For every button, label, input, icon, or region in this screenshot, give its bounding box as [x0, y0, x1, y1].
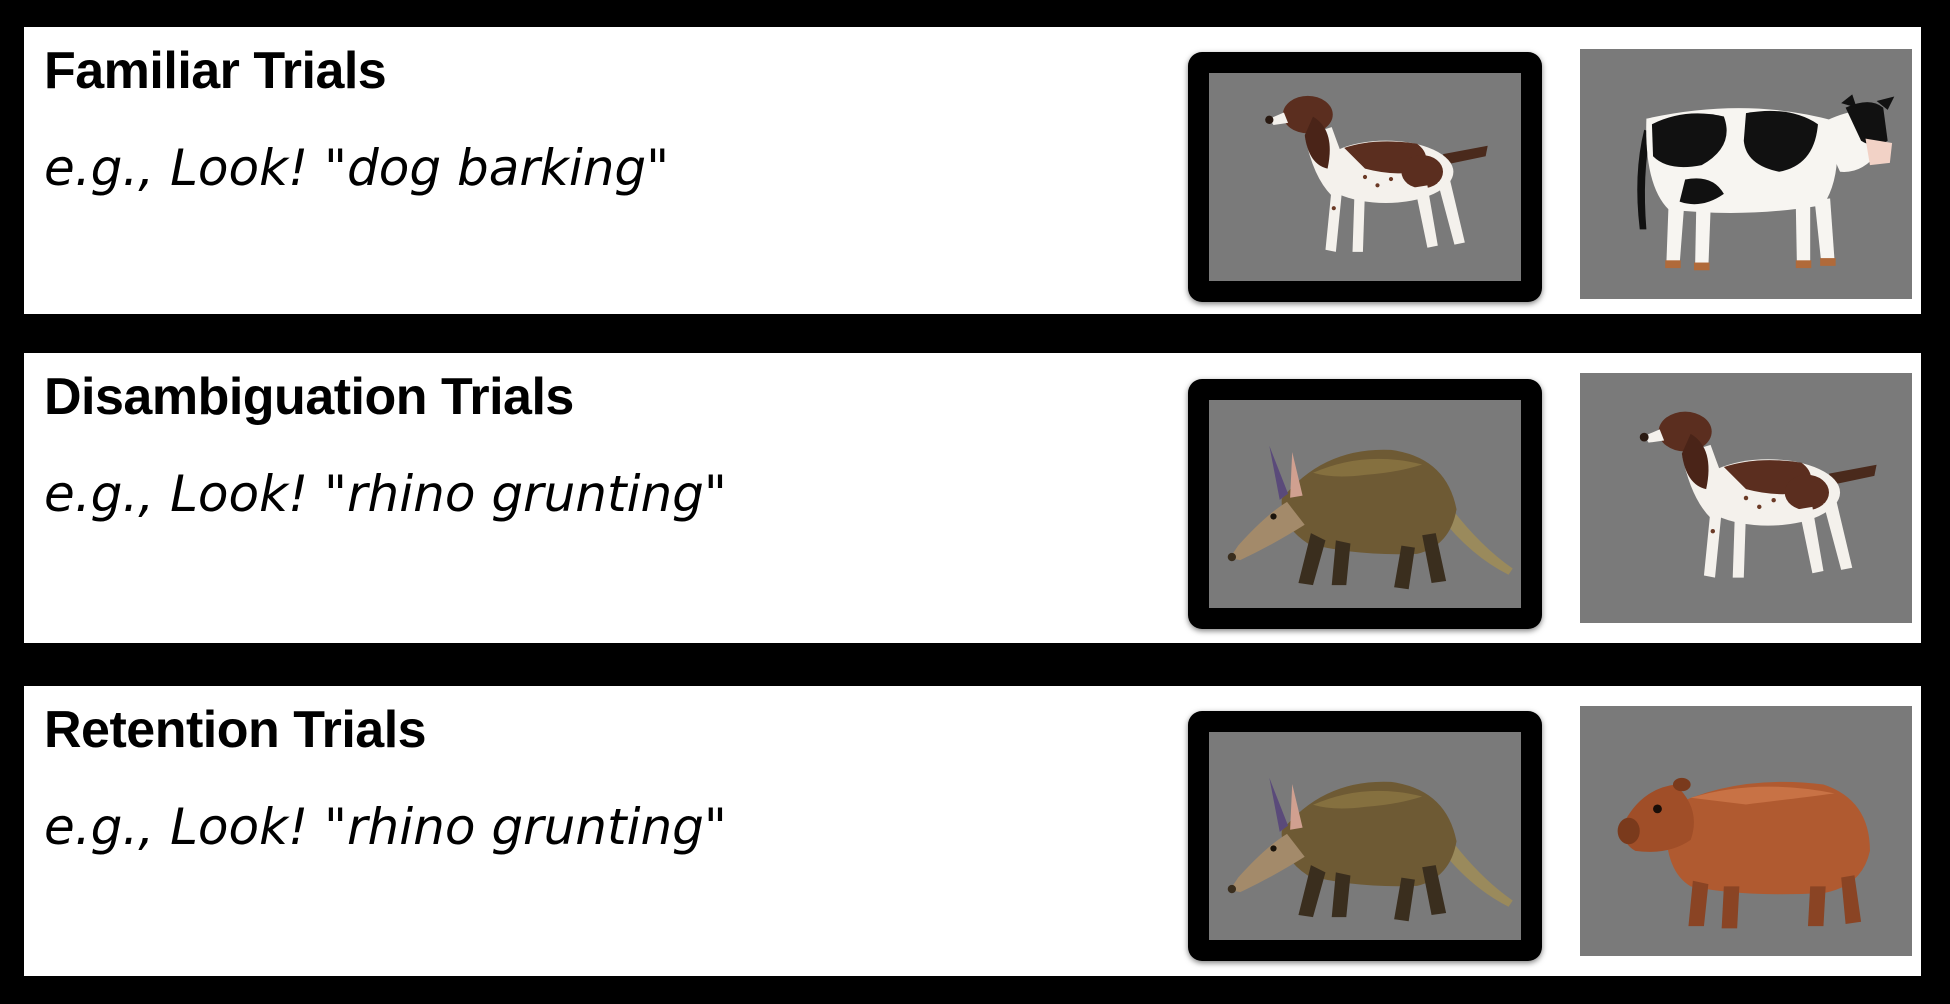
- distractor-image-frame: [1580, 49, 1912, 299]
- panel-title: Disambiguation Trials: [44, 368, 574, 426]
- familiar-trials-panel: Familiar Trials e.g., Look! "dog barking…: [24, 27, 1921, 314]
- capybara-image: [1580, 706, 1912, 956]
- dog-image: [1209, 73, 1521, 281]
- cow-image: [1580, 49, 1912, 299]
- target-image-frame: [1188, 711, 1542, 961]
- aardvark-image: [1209, 732, 1521, 940]
- dog-image: [1580, 373, 1912, 623]
- panel-example: e.g., Look! "dog barking": [44, 139, 670, 197]
- panel-title: Familiar Trials: [44, 42, 387, 100]
- target-image-frame: [1188, 379, 1542, 629]
- disambiguation-trials-panel: Disambiguation Trials e.g., Look! "rhino…: [24, 353, 1921, 643]
- aardvark-image: [1209, 400, 1521, 608]
- panel-title: Retention Trials: [44, 701, 427, 759]
- panel-example: e.g., Look! "rhino grunting": [44, 465, 727, 523]
- target-image-frame: [1188, 52, 1542, 302]
- distractor-image-frame: [1580, 706, 1912, 956]
- panel-example: e.g., Look! "rhino grunting": [44, 798, 727, 856]
- retention-trials-panel: Retention Trials e.g., Look! "rhino grun…: [24, 686, 1921, 976]
- distractor-image-frame: [1580, 373, 1912, 623]
